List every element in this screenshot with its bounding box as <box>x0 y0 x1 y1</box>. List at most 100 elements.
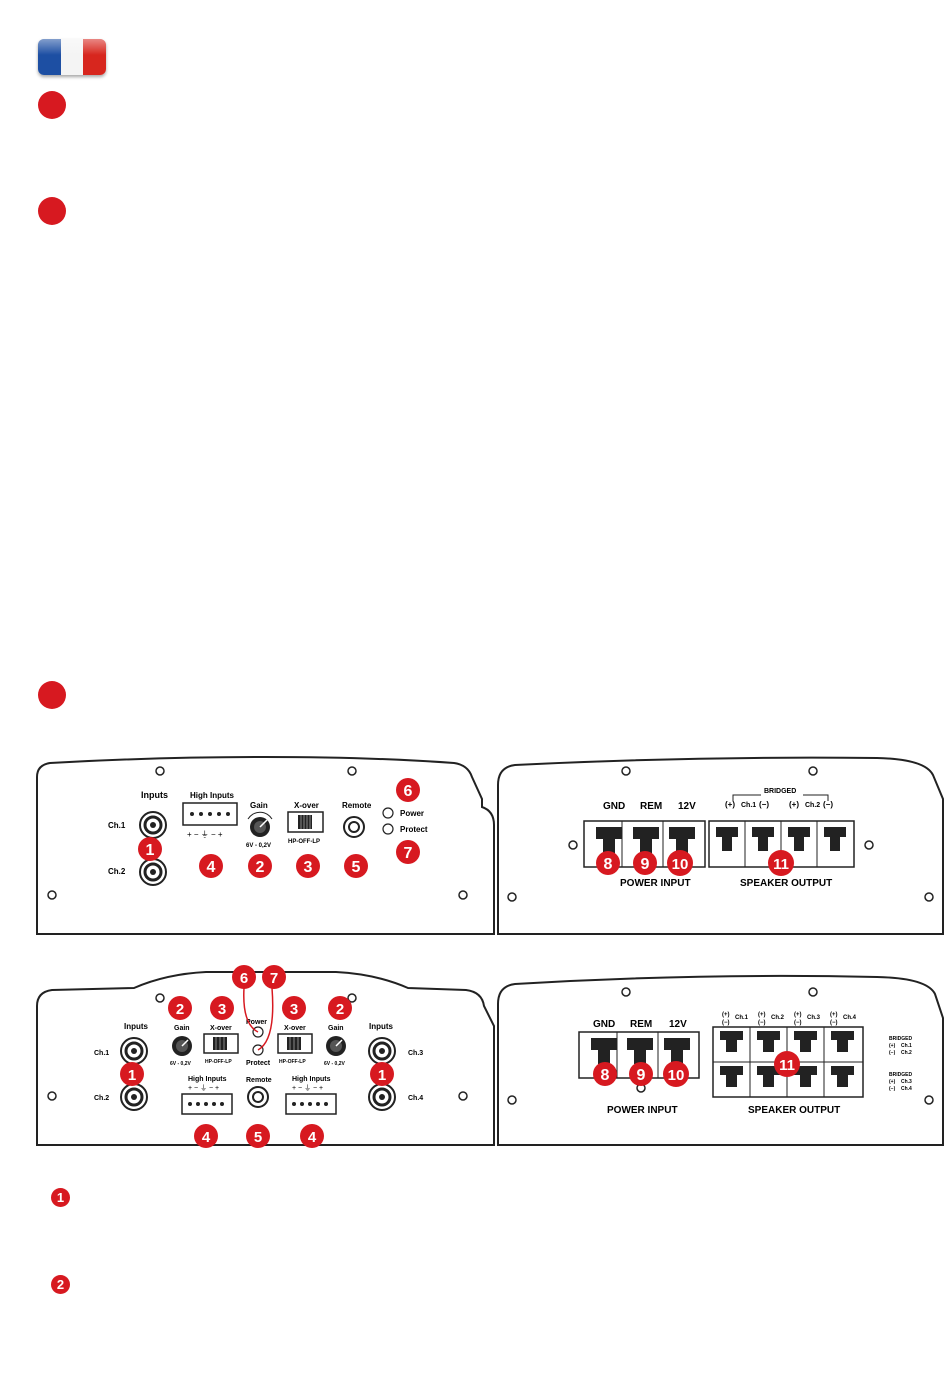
speaker-terminal[interactable] <box>757 1066 780 1087</box>
12v-terminal[interactable] <box>664 1038 690 1064</box>
speaker-terminal[interactable] <box>831 1066 854 1087</box>
ch1-label: Ch.1 <box>108 821 126 830</box>
rem-terminal[interactable] <box>633 827 659 855</box>
callout-badge: 3 <box>282 996 306 1020</box>
speaker-terminal[interactable] <box>831 1031 854 1052</box>
high-input-terminal-left[interactable] <box>181 1093 233 1115</box>
ch1-label: Ch.1 <box>94 1050 109 1057</box>
callout-badge: 4 <box>199 854 223 878</box>
xover-modes-label: HP-OFF-LP <box>288 839 320 845</box>
svg-text:8: 8 <box>604 856 613 873</box>
gain-knob-right[interactable] <box>326 1036 346 1056</box>
protect-label: Protect <box>400 825 428 834</box>
gain-range-label-right: 6V - 0,2V <box>324 1061 346 1067</box>
ch4-label: Ch.4 <box>843 1015 857 1021</box>
callout-badge: 9 <box>633 851 657 875</box>
plus-ch2: (+) <box>789 800 799 809</box>
high-inputs-polarity-right: + − ⏚ − + <box>292 1084 323 1092</box>
callout-badge: 2 <box>328 996 352 1020</box>
rca-jack-ch3[interactable] <box>368 1037 396 1065</box>
minus-ch2: (−) <box>823 800 833 809</box>
ch2-label: Ch.2 <box>805 802 820 809</box>
inputs-label: Inputs <box>141 790 168 800</box>
gain-knob[interactable] <box>247 811 273 837</box>
high-input-terminal-right[interactable] <box>285 1093 337 1115</box>
speaker-terminal[interactable] <box>794 1066 817 1087</box>
high-inputs-polarity: + − ⏚ − + <box>188 1084 219 1092</box>
remote-label: Remote <box>342 801 372 810</box>
speaker-output-label: SPEAKER OUTPUT <box>740 878 832 889</box>
speaker-terminal[interactable] <box>757 1031 780 1052</box>
flag-blue-stripe <box>38 39 61 75</box>
svg-text:5: 5 <box>254 1129 262 1146</box>
callout-badge: 1 <box>370 1062 394 1086</box>
rca-jack-ch4[interactable] <box>368 1083 396 1111</box>
panel-4ch-terminals: GND REM 12V (+) Ch.1 (+) Ch.2 (+) Ch.3 (… <box>497 974 944 1146</box>
speaker-terminal[interactable] <box>720 1031 743 1052</box>
panel-4ch-controls: Inputs Ch.1 Ch.2 Inputs Ch.3 Ch.4 Gain 6… <box>36 965 495 1148</box>
svg-text:10: 10 <box>668 1067 685 1084</box>
svg-text:6: 6 <box>404 783 413 800</box>
flag-white-stripe <box>60 39 84 75</box>
gain-label: Gain <box>174 1025 190 1032</box>
bridged-ch4: Ch.4 <box>901 1086 912 1092</box>
speaker-terminal[interactable] <box>788 827 810 851</box>
power-input-label: POWER INPUT <box>607 1105 678 1116</box>
svg-text:3: 3 <box>218 1001 226 1018</box>
svg-text:4: 4 <box>202 1129 211 1146</box>
flag-red-stripe <box>83 39 106 75</box>
svg-text:1: 1 <box>378 1067 386 1084</box>
callout-badge: 8 <box>596 851 620 875</box>
rem-label: REM <box>630 1019 652 1030</box>
svg-text:10: 10 <box>672 856 689 873</box>
plus-ch1: (+) <box>725 800 735 809</box>
gnd-terminal[interactable] <box>596 827 622 855</box>
svg-text:1: 1 <box>146 842 155 859</box>
rca-jack-ch2[interactable] <box>139 858 167 886</box>
rca-jack-ch1[interactable] <box>139 811 167 839</box>
gain-range-label: 6V - 0,2V <box>170 1061 192 1067</box>
xover-switch[interactable] <box>287 811 324 833</box>
gnd-terminal[interactable] <box>591 1038 617 1064</box>
callout-badge: 3 <box>296 854 320 878</box>
gain-label: Gain <box>250 801 268 810</box>
bridged-minus-1: (−) <box>889 1050 896 1056</box>
power-input-label: POWER INPUT <box>620 878 691 889</box>
high-input-terminal[interactable] <box>182 802 238 826</box>
bridged-minus-3: (−) <box>889 1086 896 1092</box>
speaker-terminal[interactable] <box>752 827 774 851</box>
bridged-label: BRIDGED <box>764 788 796 795</box>
bridged-plus-3: (+) <box>889 1079 896 1085</box>
bridged-ch1: Ch.1 <box>901 1043 912 1049</box>
xover-switch-left[interactable] <box>203 1033 239 1054</box>
callout-badge: 2 <box>248 854 272 878</box>
callout-badge: 9 <box>629 1062 653 1086</box>
callout-badge: 5 <box>246 1124 270 1148</box>
remote-port[interactable] <box>343 816 365 838</box>
callout-badge: 11 <box>774 1051 800 1077</box>
legend-badge-1: 1 <box>51 1188 70 1207</box>
minus-ch3: (−) <box>794 1020 802 1026</box>
rca-jack-ch2[interactable] <box>120 1083 148 1111</box>
xover-label-right: X-over <box>284 1025 306 1032</box>
ch2-label: Ch.2 <box>94 1095 109 1102</box>
ch4-label: Ch.4 <box>408 1095 423 1102</box>
plus-ch2: (+) <box>758 1012 766 1018</box>
rca-jack-ch1[interactable] <box>120 1037 148 1065</box>
rem-terminal[interactable] <box>627 1038 653 1064</box>
high-inputs-label-right: High Inputs <box>292 1076 331 1083</box>
gnd-label: GND <box>593 1019 615 1030</box>
callout-badge: 5 <box>344 854 368 878</box>
speaker-terminal[interactable] <box>720 1066 743 1087</box>
panel-2ch-controls: Inputs Ch.1 Ch.2 High Inputs + − ⏚ − + G… <box>36 755 495 935</box>
gain-knob-left[interactable] <box>172 1036 192 1056</box>
callout-badge: 7 <box>396 840 420 864</box>
speaker-terminal[interactable] <box>716 827 738 851</box>
remote-port[interactable] <box>247 1086 269 1108</box>
bridged-label-bottom: BRIDGED <box>889 1072 912 1078</box>
callout-badge: 8 <box>593 1062 617 1086</box>
speaker-terminal[interactable] <box>824 827 846 851</box>
minus-ch1: (−) <box>722 1020 730 1026</box>
speaker-terminal[interactable] <box>794 1031 817 1052</box>
xover-switch-right[interactable] <box>277 1033 313 1054</box>
